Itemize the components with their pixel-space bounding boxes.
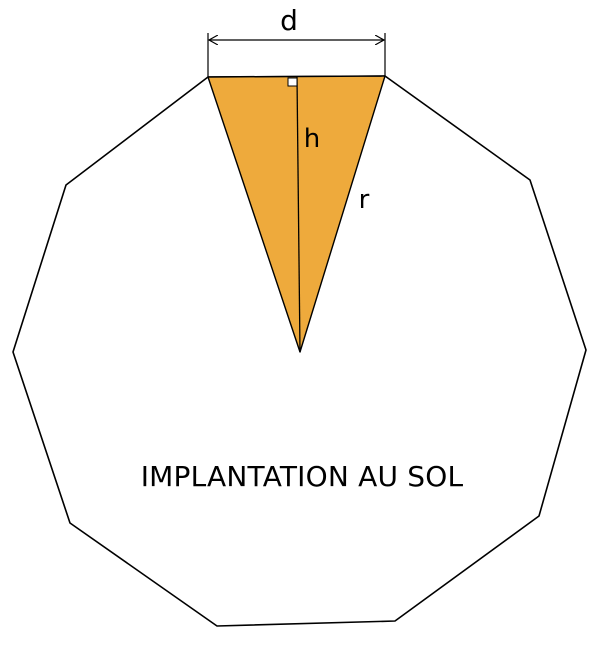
caption-implantation: IMPLANTATION AU SOL: [141, 460, 464, 493]
label-r: r: [359, 185, 370, 215]
height-line: [296, 76, 301, 353]
label-h: h: [304, 124, 320, 154]
right-angle-marker: [287, 77, 298, 87]
decagon-outline: [12, 75, 587, 627]
triangle-sector: [207, 75, 386, 353]
label-d: d: [280, 4, 298, 37]
